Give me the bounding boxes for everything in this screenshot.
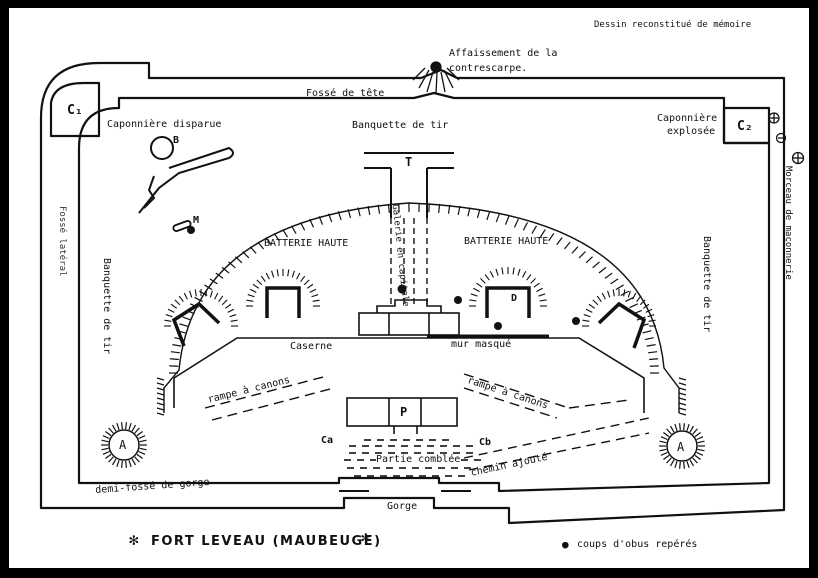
gallery-t — [364, 152, 454, 218]
label-m: M — [193, 215, 200, 226]
batterie-haute-right-shape — [485, 286, 531, 318]
label-d: D — [511, 293, 518, 304]
bastion-right — [597, 301, 647, 349]
title-star-right: ✻ — [361, 528, 371, 547]
banquette-arc-line — [163, 202, 680, 413]
label-caserne: Caserne — [290, 341, 333, 352]
label-caponniere-explosee-1: Caponnière — [657, 113, 718, 124]
label-b: B — [173, 135, 180, 146]
masonry-markers — [768, 112, 805, 165]
legend-dot-icon: ● — [562, 538, 569, 551]
label-a-left: A — [119, 438, 127, 452]
label-c2: C₂ — [737, 119, 753, 134]
label-p: P — [400, 405, 408, 419]
fort-plan-drawing — [39, 61, 805, 525]
label-banquette-tir-right: Banquette de tir — [701, 236, 712, 333]
affaissement-hatch — [412, 61, 460, 95]
title-star-left: ✻ — [129, 530, 139, 549]
rampe-left — [204, 375, 335, 421]
label-fosse-tete: Fossé de tête — [306, 88, 385, 99]
magasin-a-left — [101, 422, 147, 468]
m-marker — [172, 220, 192, 232]
chemin-ajoute — [463, 417, 650, 471]
shell-hits — [187, 226, 580, 330]
inner-wall — [77, 91, 771, 493]
label-affaissement-1: Affaissement de la — [449, 48, 558, 59]
label-mur-masque: mur masqué — [451, 339, 512, 350]
label-batterie-haute-right: BATTERIE HAUTE — [464, 236, 549, 247]
label-caponniere-explosee-2: explosée — [667, 126, 716, 137]
label-partie-comblee: Partie comblée — [376, 454, 461, 465]
outer-wall — [39, 61, 786, 525]
courtyard-line — [173, 337, 645, 413]
label-ca: Ca — [321, 435, 334, 446]
label-affaissement-2: contrescarpe. — [449, 63, 528, 74]
batterie-haute-left-shape — [265, 286, 301, 318]
label-t: T — [405, 155, 413, 169]
label-batterie-haute-left: BATTERIE HAUTE — [264, 238, 349, 249]
bastion-left — [171, 301, 221, 347]
partie-comblee-hatch — [344, 439, 481, 477]
drawing-sheet: Dessin reconstitué de mémoire Affaisseme… — [9, 8, 809, 568]
caponniere-c1 — [49, 81, 101, 138]
legend-text: coups d'obus repérés — [577, 539, 698, 550]
caponniere-disparue-ruin — [138, 136, 234, 214]
rampe-right — [463, 373, 630, 419]
label-caponniere-disparue: Caponnière disparue — [107, 119, 222, 130]
label-cb: Cb — [479, 437, 492, 448]
label-a-right: A — [677, 440, 685, 454]
note-top: Dessin reconstitué de mémoire — [594, 20, 752, 30]
label-banquette-tir-top: Banquette de tir — [352, 120, 449, 131]
label-c1: C₁ — [67, 103, 83, 118]
caponniere-c2 — [722, 106, 771, 145]
magasin-a-right — [659, 423, 705, 469]
caserne-block — [358, 299, 460, 336]
label-morceau-maconnerie: Morceau de maçonnerie — [783, 166, 793, 280]
label-banquette-tir-left: Banquette de tir — [101, 258, 112, 355]
label-gorge: Gorge — [387, 501, 418, 512]
label-fosse-lateral: Fossé latéral — [57, 206, 67, 277]
p-block — [346, 397, 458, 434]
banquette-arc-hatch — [156, 203, 687, 416]
title: FORT LEVEAU (MAUBEUGE) — [151, 534, 382, 549]
